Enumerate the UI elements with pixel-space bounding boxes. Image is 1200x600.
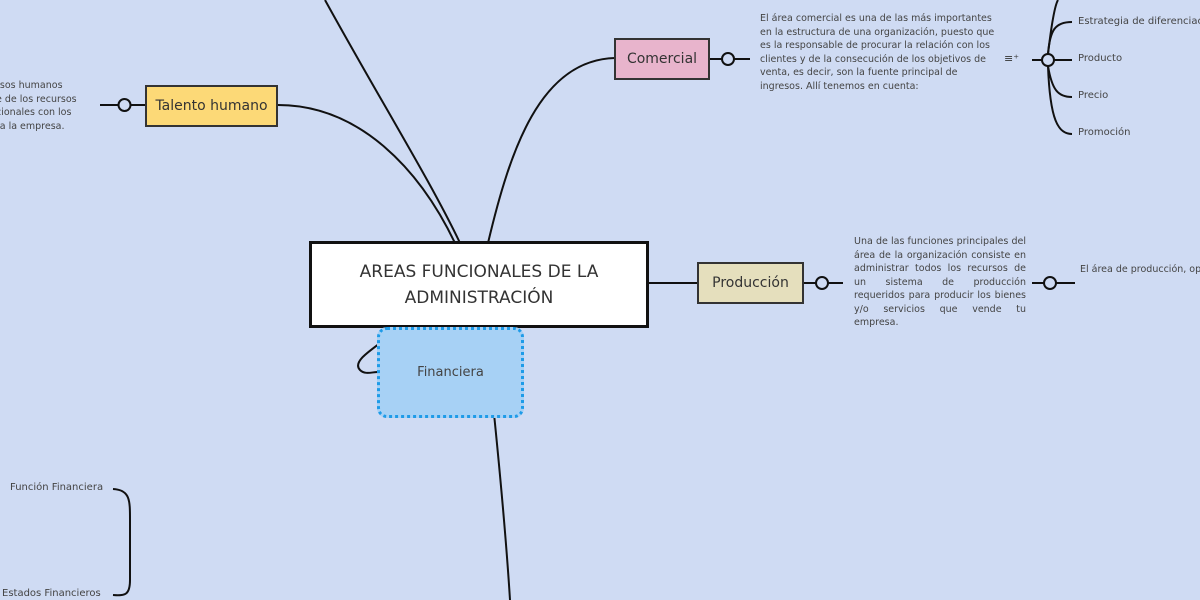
note-line: rsos humanos <box>0 80 63 91</box>
produccion-note: Una de las funciones principales del áre… <box>854 236 1026 328</box>
financiera-child[interactable]: Estados Financieros <box>2 588 101 599</box>
comercial-note: El área comercial es una de las más impo… <box>760 13 995 92</box>
comercial-child[interactable]: Estrategia de diferenciación <box>1078 16 1200 27</box>
talento-note: rsos humanos e de los recursos cionales … <box>0 79 106 133</box>
produccion-child[interactable]: El área de producción, operaciones o téc… <box>1080 264 1200 275</box>
notes-add-icon[interactable]: ≡⁺ <box>1004 52 1020 65</box>
comercial-child[interactable]: Promoción <box>1078 127 1131 138</box>
topic-talento-humano[interactable]: Talento humano <box>145 85 278 127</box>
central-topic[interactable]: AREAS FUNCIONALES DE LA ADMINISTRACIÓN <box>309 241 649 328</box>
note-line: ta la empresa. <box>0 120 65 132</box>
note-line: cionales con los <box>0 107 72 118</box>
comercial-child[interactable]: Producto <box>1078 53 1123 64</box>
financiera-child[interactable]: Función Financiera <box>10 482 104 493</box>
topic-financiera[interactable]: Financiera <box>377 327 524 418</box>
note-line: e de los recursos <box>0 93 77 105</box>
comercial-child[interactable]: Precio <box>1078 90 1109 101</box>
topic-produccion[interactable]: Producción <box>697 262 804 304</box>
topic-comercial[interactable]: Comercial <box>614 38 710 80</box>
